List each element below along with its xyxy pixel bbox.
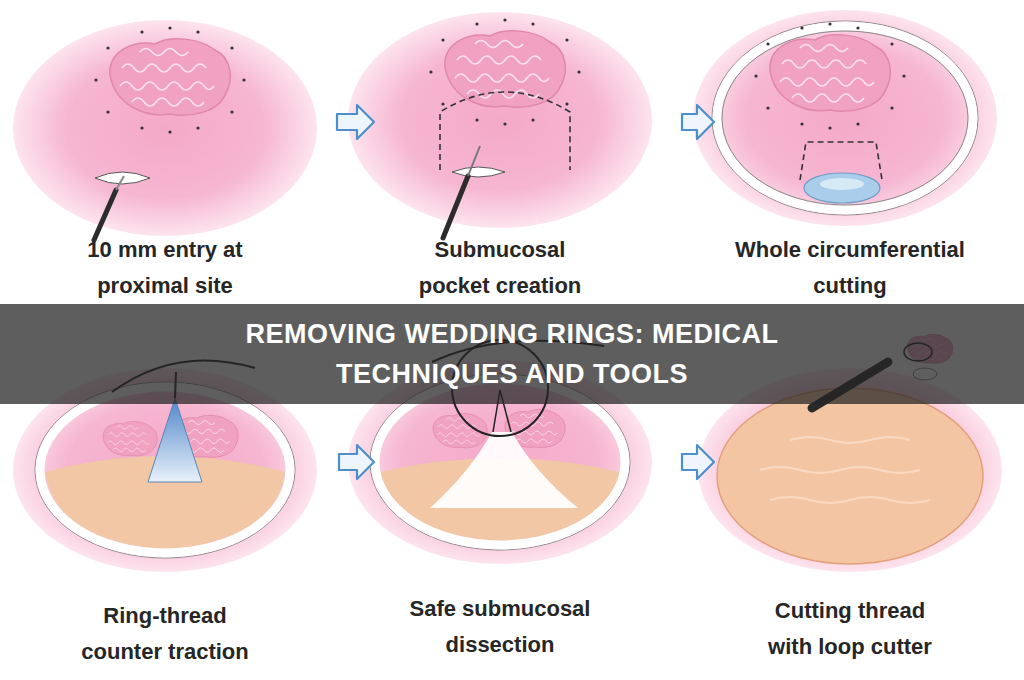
title-banner: REMOVING WEDDING RINGS: MEDICAL TECHNIQU… [0, 304, 1024, 404]
panel-three-art [693, 10, 997, 226]
step-panel: Ring-thread counter traction [15, 360, 337, 670]
arrow-shape [339, 445, 374, 479]
step-caption: 10 mm entry at proximal site [65, 232, 265, 304]
flow-arrow [682, 445, 714, 479]
step-panel: Submucosal pocket creation [376, 10, 680, 304]
step-caption: Safe submucosal dissection [380, 591, 620, 663]
step-panel: 10 mm entry at proximal site [15, 15, 335, 304]
panel-one-art [13, 20, 317, 240]
flow-arrow [682, 105, 714, 139]
step-caption: Ring-thread counter traction [65, 598, 265, 670]
arrow-shape [682, 105, 714, 139]
step-caption: Submucosal pocket creation [410, 232, 590, 304]
flow-arrow [337, 105, 374, 139]
arrow-shape [337, 105, 374, 139]
flow-arrow [339, 445, 374, 479]
banner-title: REMOVING WEDDING RINGS: MEDICAL TECHNIQU… [192, 314, 832, 394]
arrow-shape [682, 445, 714, 479]
panel-two-art [348, 12, 652, 238]
step-caption: Whole circumferential cutting [720, 232, 980, 304]
step-panel: Whole circumferential cutting [716, 10, 1016, 304]
step-caption: Cutting thread with loop cutter [755, 593, 945, 665]
